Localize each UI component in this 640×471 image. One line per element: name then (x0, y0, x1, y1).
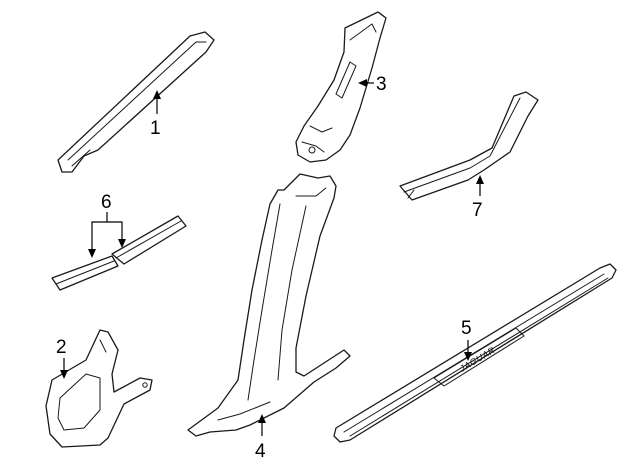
part-1-pillar-trim (57, 31, 215, 173)
callout-3-label: 3 (376, 74, 387, 95)
callout-7-label: 7 (472, 200, 483, 221)
callout-1: 1 (150, 90, 161, 139)
callout-7: 7 (472, 175, 484, 221)
callout-5-label: 5 (461, 318, 472, 339)
part-6-trim-strips (51, 215, 187, 291)
callout-6-label: 6 (101, 192, 112, 213)
callout-4-label: 4 (255, 441, 266, 462)
part-3-upper-pillar-trim (295, 11, 387, 163)
part-7-sill-trim (399, 91, 539, 201)
callout-2: 2 (56, 337, 68, 379)
callout-2-label: 2 (56, 337, 67, 358)
callout-3: 3 (358, 74, 387, 95)
callout-6: 6 (88, 192, 126, 258)
callout-4: 4 (255, 414, 266, 462)
part-2-kick-panel (45, 329, 153, 448)
callout-1-label: 1 (150, 118, 161, 139)
part-4-lower-pillar-trim (187, 173, 351, 437)
callout-5: 5 (461, 318, 472, 361)
part-5-sill-plate (333, 263, 617, 443)
